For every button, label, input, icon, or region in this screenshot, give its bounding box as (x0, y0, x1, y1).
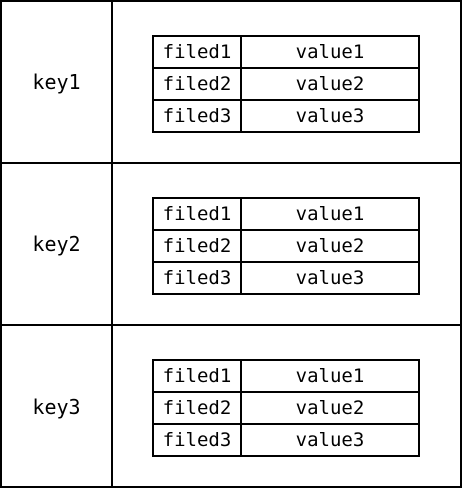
field-cell: filed3 (154, 263, 242, 293)
hash-table: filed1 value1 filed2 value2 filed3 value… (152, 197, 420, 295)
hash-row: filed3 value3 (154, 101, 418, 131)
field-cell: filed3 (154, 101, 242, 131)
value-cell: value1 (295, 203, 365, 225)
value-cell: value3 (295, 429, 365, 451)
value-cell: value1 (295, 365, 365, 387)
field-cell: filed2 (154, 393, 242, 423)
hash-cell: filed1 value1 filed2 value2 filed3 value… (113, 2, 460, 162)
hash-table: filed1 value1 filed2 value2 filed3 value… (152, 359, 420, 457)
key-cell: key2 (2, 164, 113, 324)
key-cell: key3 (2, 326, 113, 488)
field-cell: filed2 (154, 69, 242, 99)
hash-row: filed2 value2 (154, 69, 418, 101)
field-cell: filed1 (154, 199, 242, 229)
field-cell: filed1 (154, 37, 242, 67)
hash-row: filed1 value1 (154, 37, 418, 69)
key-cell: key1 (2, 2, 113, 162)
hash-row: filed1 value1 (154, 361, 418, 393)
hash-row: filed3 value3 (154, 263, 418, 293)
hash-row: filed2 value2 (154, 231, 418, 263)
hash-row: filed2 value2 (154, 393, 418, 425)
hash-row: filed3 value3 (154, 425, 418, 455)
value-cell: value2 (295, 73, 365, 95)
field-cell: filed2 (154, 231, 242, 261)
value-cell: value1 (295, 41, 365, 63)
entry-row-key1: key1 filed1 value1 filed2 value2 filed3 … (2, 2, 460, 164)
entry-row-key3: key3 filed1 value1 filed2 value2 filed3 … (2, 326, 460, 488)
hash-row: filed1 value1 (154, 199, 418, 231)
value-cell: value2 (295, 397, 365, 419)
field-cell: filed1 (154, 361, 242, 391)
entry-row-key2: key2 filed1 value1 filed2 value2 filed3 … (2, 164, 460, 326)
hash-table: filed1 value1 filed2 value2 filed3 value… (152, 35, 420, 133)
value-cell: value3 (295, 105, 365, 127)
hash-cell: filed1 value1 filed2 value2 filed3 value… (113, 164, 460, 324)
hash-cell: filed1 value1 filed2 value2 filed3 value… (113, 326, 460, 488)
value-cell: value3 (295, 267, 365, 289)
field-cell: filed3 (154, 425, 242, 455)
value-cell: value2 (295, 235, 365, 257)
